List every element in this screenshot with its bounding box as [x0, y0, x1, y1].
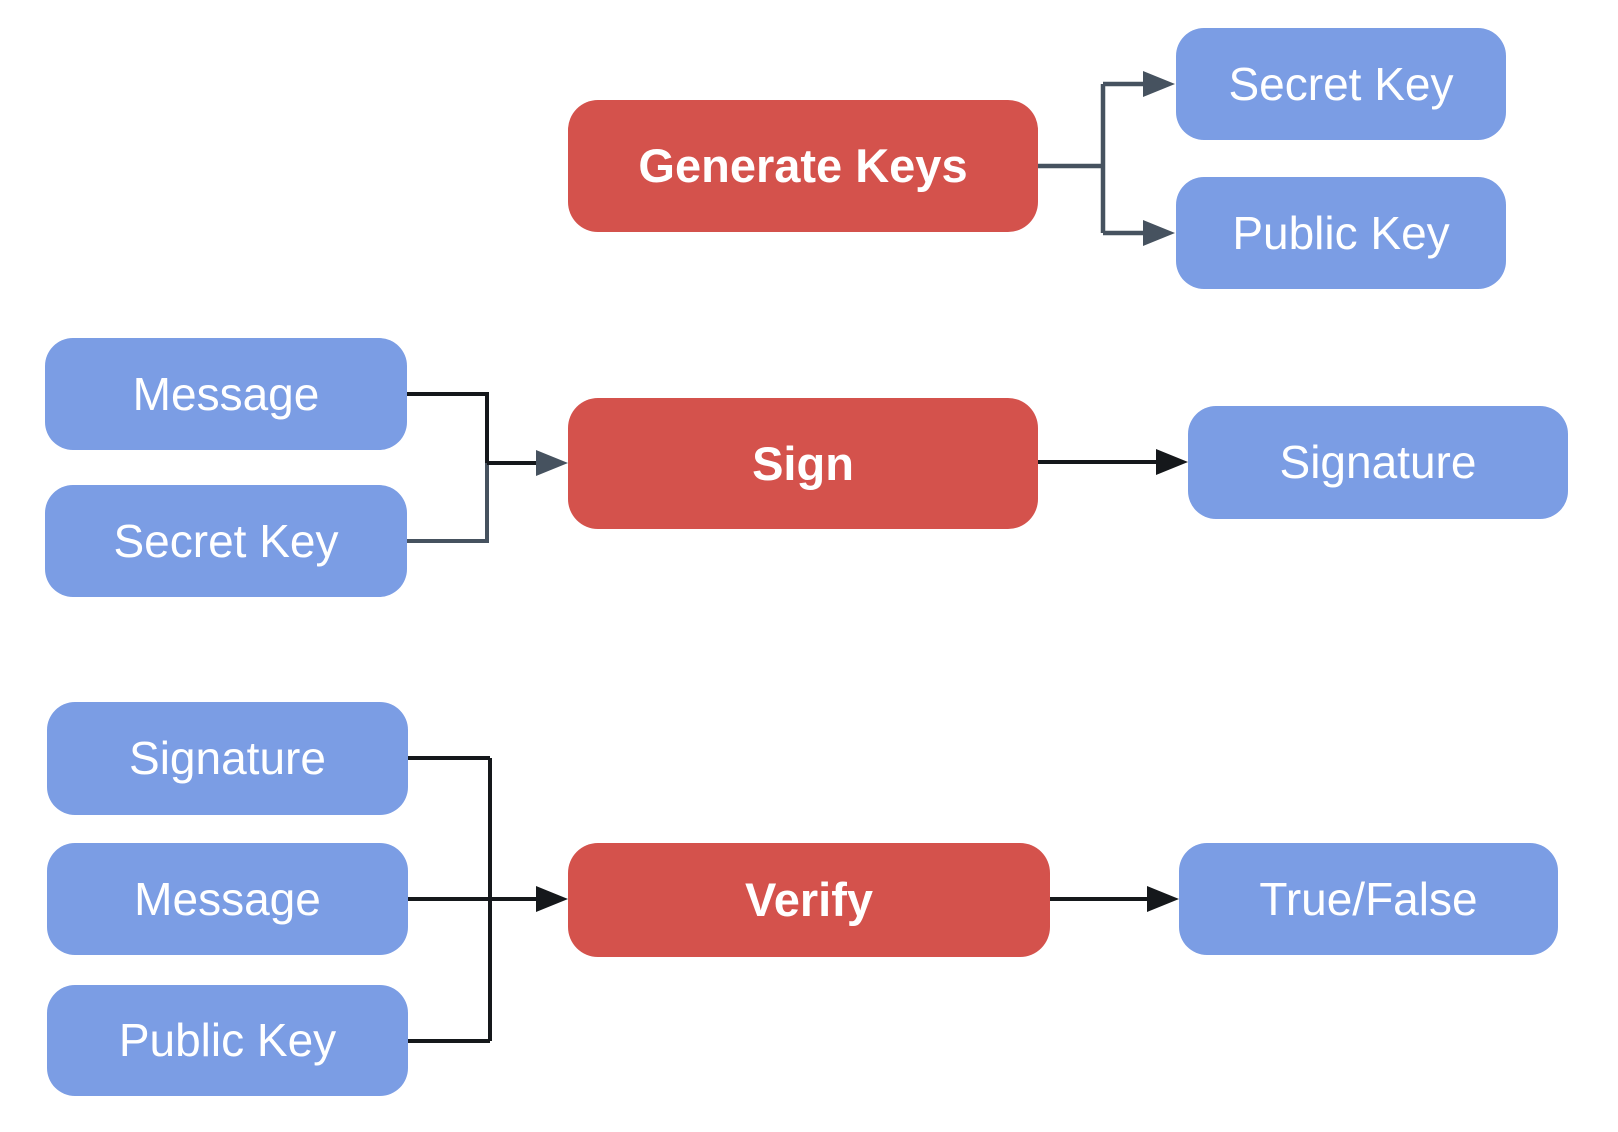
node-label: Verify [744, 873, 874, 927]
node-label: Public Key [1232, 206, 1450, 259]
connector-line-secret-key [407, 463, 489, 543]
node-signature-input-verify: Signature [47, 702, 408, 815]
node-generate-keys: Generate Keys [568, 100, 1038, 232]
arrowhead-to-secret-key [1143, 71, 1175, 97]
node-sign: Sign [568, 398, 1038, 529]
node-label: Signature [1279, 436, 1477, 489]
node-signature-output: Signature [1188, 406, 1568, 519]
arrowhead-to-public-key [1143, 220, 1175, 246]
node-label: Public Key [118, 1014, 337, 1067]
node-verify: Verify [568, 843, 1050, 957]
node-secret-key-output: Secret Key [1176, 28, 1506, 140]
node-label: Secret Key [1228, 57, 1454, 110]
arrowhead-to-sign [536, 450, 568, 476]
node-true-false-output: True/False [1179, 843, 1558, 955]
node-label: Secret Key [113, 514, 339, 567]
connector-generate-keys-branch [1038, 71, 1175, 246]
arrowhead-to-true-false [1147, 886, 1179, 912]
node-label: True/False [1259, 872, 1478, 925]
node-label: Generate Keys [638, 139, 968, 193]
node-message-input-sign: Message [45, 338, 407, 450]
connector-line-message [407, 392, 489, 463]
node-label: Message [134, 872, 321, 925]
node-message-input-verify: Message [47, 843, 408, 955]
connector-sign-inputs [407, 392, 568, 543]
connector-verify-to-true-false [1050, 886, 1179, 912]
connector-sign-to-signature [1038, 449, 1188, 475]
node-secret-key-input-sign: Secret Key [45, 485, 407, 597]
node-public-key-output: Public Key [1176, 177, 1506, 289]
node-label: Message [132, 367, 320, 420]
arrowhead-to-verify [536, 886, 568, 912]
connector-verify-inputs [408, 756, 568, 1043]
node-public-key-input-verify: Public Key [47, 985, 408, 1096]
node-label: Sign [752, 436, 854, 490]
arrowhead-to-signature [1156, 449, 1188, 475]
node-label: Signature [129, 732, 326, 785]
